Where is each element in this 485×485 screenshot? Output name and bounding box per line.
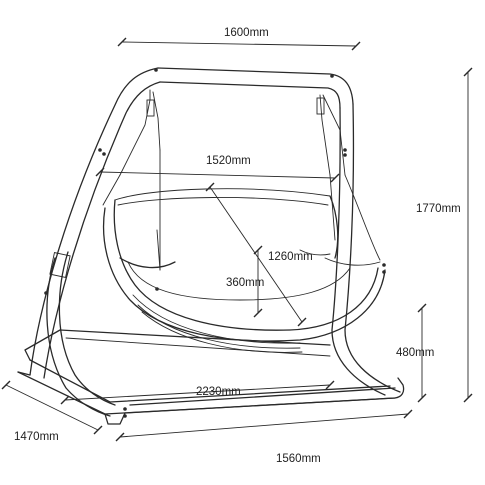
dim-base-length: 2230mm <box>60 380 335 405</box>
base-frame <box>17 329 405 425</box>
swing-seat <box>102 188 386 353</box>
top-beam <box>157 67 354 109</box>
dim-label-seat-width: 1520mm <box>206 155 251 167</box>
dim-label-top-width: 1600mm <box>224 27 269 39</box>
dim-seat-diagonal: 1260mm <box>205 182 313 327</box>
dim-seat-height: 480mm <box>396 303 434 403</box>
bolts <box>44 68 386 418</box>
dim-seat-depth: 360mm <box>226 245 264 318</box>
right-leg-frame <box>331 103 401 396</box>
dim-label-base-depth: 1470mm <box>14 431 59 443</box>
dim-label-total-height: 1770mm <box>416 203 461 215</box>
dim-top-width: 1600mm <box>117 27 361 51</box>
dim-base-width: 1560mm <box>115 409 413 465</box>
dim-label-base-length: 2230mm <box>196 386 241 398</box>
dim-label-seat-diagonal: 1260mm <box>268 251 313 263</box>
left-support-leg <box>46 251 116 417</box>
dim-seat-width: 1520mm <box>95 155 340 183</box>
hanging-chains <box>102 89 381 271</box>
dim-label-seat-height: 480mm <box>396 347 434 359</box>
dim-base-depth: 1470mm <box>1 380 103 443</box>
dim-label-seat-depth: 360mm <box>226 277 264 289</box>
dim-label-base-width: 1560mm <box>276 453 321 465</box>
dim-total-height: 1770mm <box>416 67 473 403</box>
